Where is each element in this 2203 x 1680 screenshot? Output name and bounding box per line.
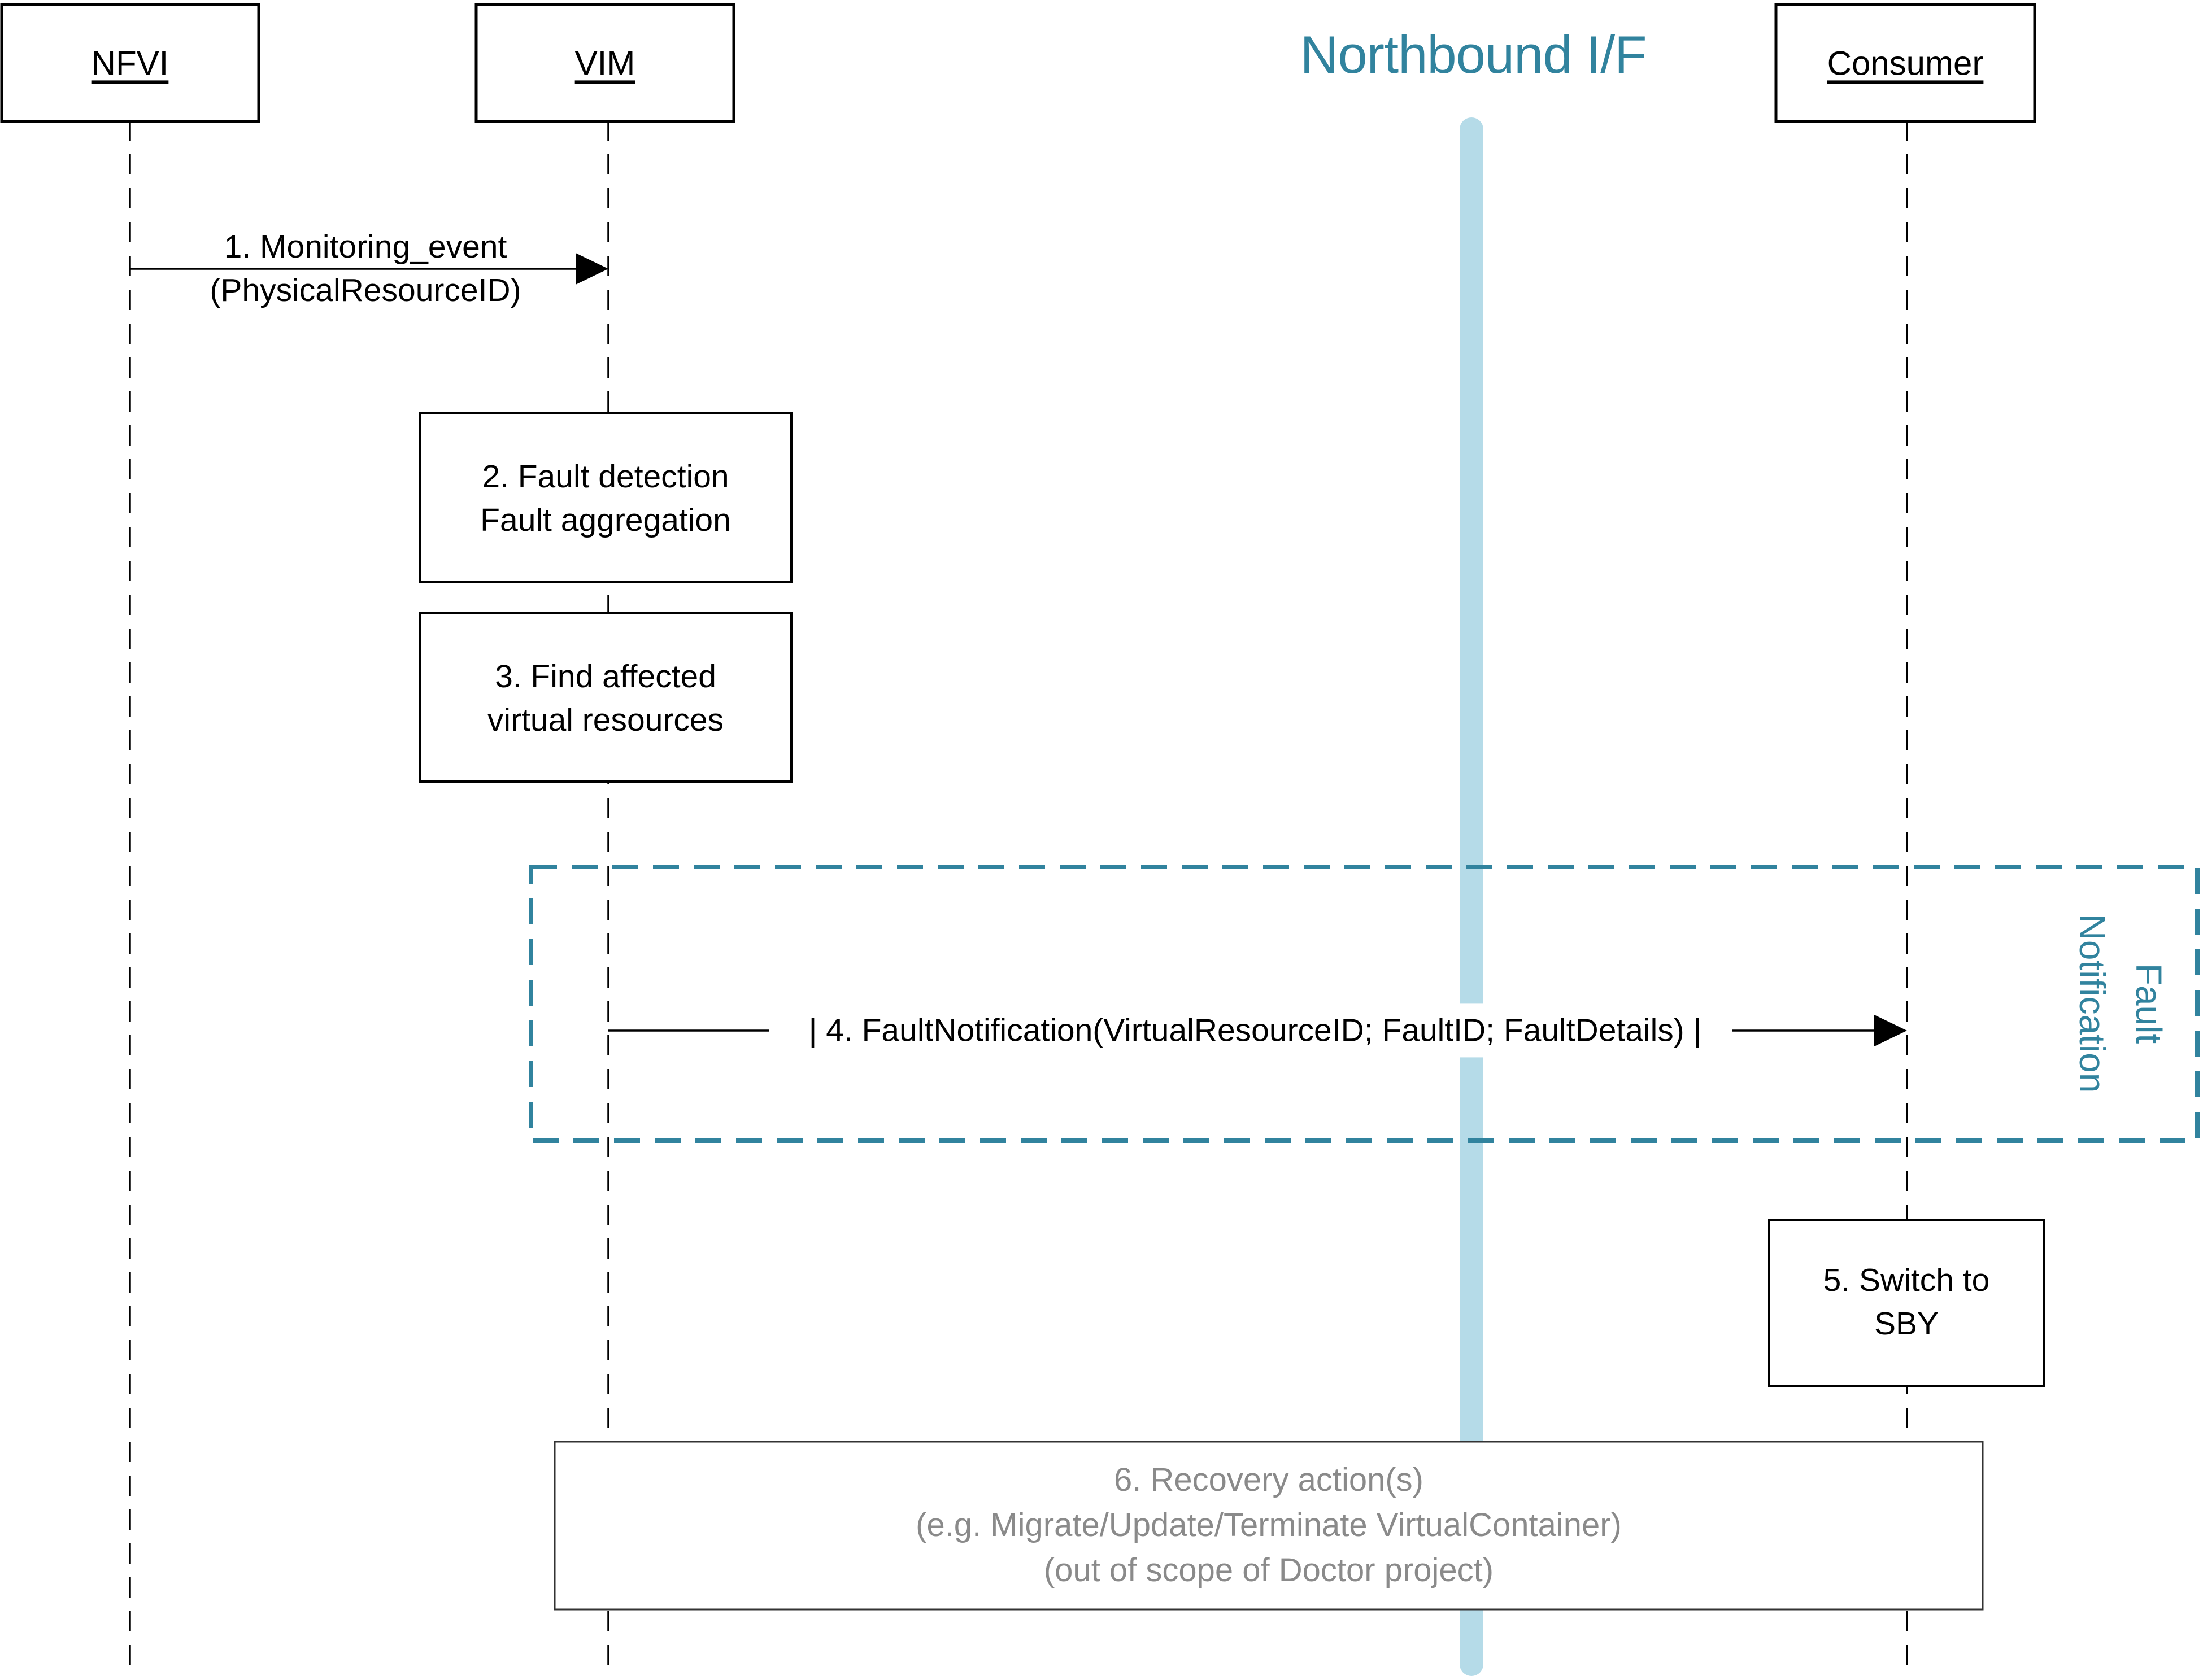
message1-label-line2: (PhysicalResourceID) (210, 272, 521, 308)
step3-label: 3. Find affected virtual resources (487, 655, 724, 742)
step2-label-line1: 2. Fault detection (482, 459, 729, 495)
step3-label-line2: virtual resources (487, 702, 724, 738)
step6-recovery-label: 6. Recovery action(s) (e.g. Migrate/Upda… (916, 1458, 1622, 1593)
actor-box-vim (474, 3, 735, 123)
step5-label-line2: SBY (1874, 1306, 1939, 1342)
step5-label: 5. Switch to SBY (1823, 1259, 1990, 1346)
step6-recovery-box (554, 1441, 1984, 1611)
step6-label-line2: (e.g. Migrate/Update/Terminate VirtualCo… (916, 1507, 1622, 1543)
fault-notification-frame (529, 865, 2200, 1143)
actor-label-nfvi: NFVI (91, 44, 169, 82)
northbound-interface-title: Northbound I/F (1300, 24, 1647, 84)
actor-box-consumer (1774, 3, 2036, 123)
northbound-interface-bar (1460, 117, 1483, 1676)
step2-label: 2. Fault detection Fault aggregation (480, 455, 731, 542)
message1-label-line1: 1. Monitoring_event (224, 229, 507, 265)
step6-label-line3: (out of scope of Doctor project) (1043, 1552, 1494, 1589)
actor-label-consumer: Consumer (1827, 44, 1984, 82)
message1-label: 1. Monitoring_event (PhysicalResourceID) (210, 225, 521, 312)
frame-label-line1: Fault (2128, 963, 2169, 1044)
step2-box (419, 412, 793, 583)
fault-notification-frame-label: Fault Notification (2064, 914, 2177, 1093)
frame-label-line2: Notification (2072, 914, 2113, 1093)
step3-label-line1: 3. Find affected (495, 658, 716, 695)
message4-arrowhead-icon (1874, 1015, 1907, 1046)
message1-arrowhead-icon (576, 253, 608, 285)
step5-box (1768, 1219, 2045, 1387)
step2-label-line2: Fault aggregation (480, 502, 731, 538)
actor-box-nfvi (0, 3, 260, 123)
step5-label-line1: 5. Switch to (1823, 1262, 1990, 1298)
actor-label-vim: VIM (574, 44, 635, 82)
message4-label: | 4. FaultNotification(VirtualResourceID… (805, 1003, 1705, 1058)
step6-label-line1: 6. Recovery action(s) (1114, 1461, 1423, 1498)
step3-box (419, 612, 793, 783)
